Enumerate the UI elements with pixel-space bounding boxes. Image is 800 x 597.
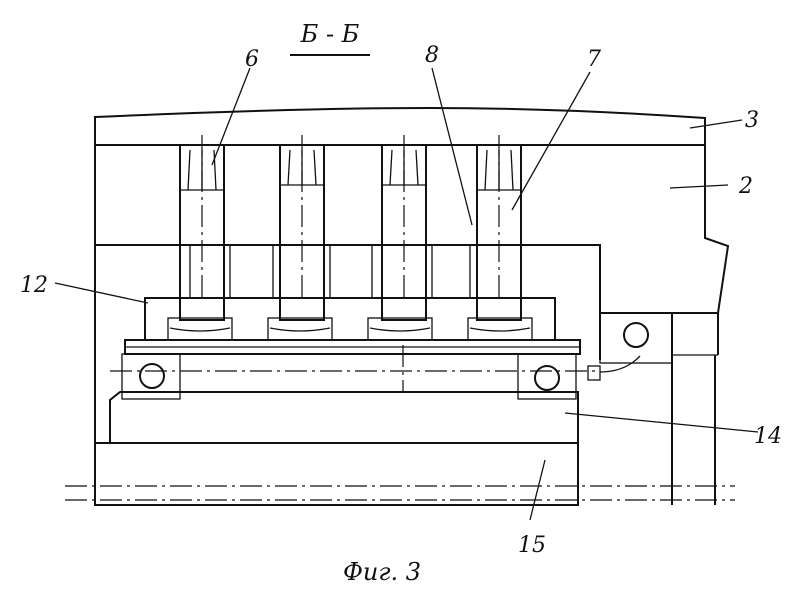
labels: Б - Б 6 8 7 3 2 12 14 15 Фиг. 3 — [20, 20, 782, 586]
label-15: 15 — [518, 533, 546, 558]
section-title: Б - Б — [300, 20, 360, 48]
label-7: 7 — [587, 47, 601, 72]
lower-plate — [125, 340, 580, 354]
label-3: 3 — [745, 108, 759, 133]
label-8: 8 — [425, 43, 439, 68]
figure-caption: Фиг. 3 — [343, 558, 421, 586]
frame-outline — [95, 245, 718, 505]
bearing-upper-right — [600, 313, 672, 363]
leader-lines — [55, 55, 758, 520]
label-2: 2 — [738, 174, 753, 199]
label-12: 12 — [20, 273, 48, 298]
label-14: 14 — [754, 424, 782, 449]
label-6: 6 — [245, 47, 259, 72]
top-plate-3 — [95, 108, 705, 145]
bearing-connector — [588, 356, 640, 380]
base-15 — [95, 443, 578, 505]
